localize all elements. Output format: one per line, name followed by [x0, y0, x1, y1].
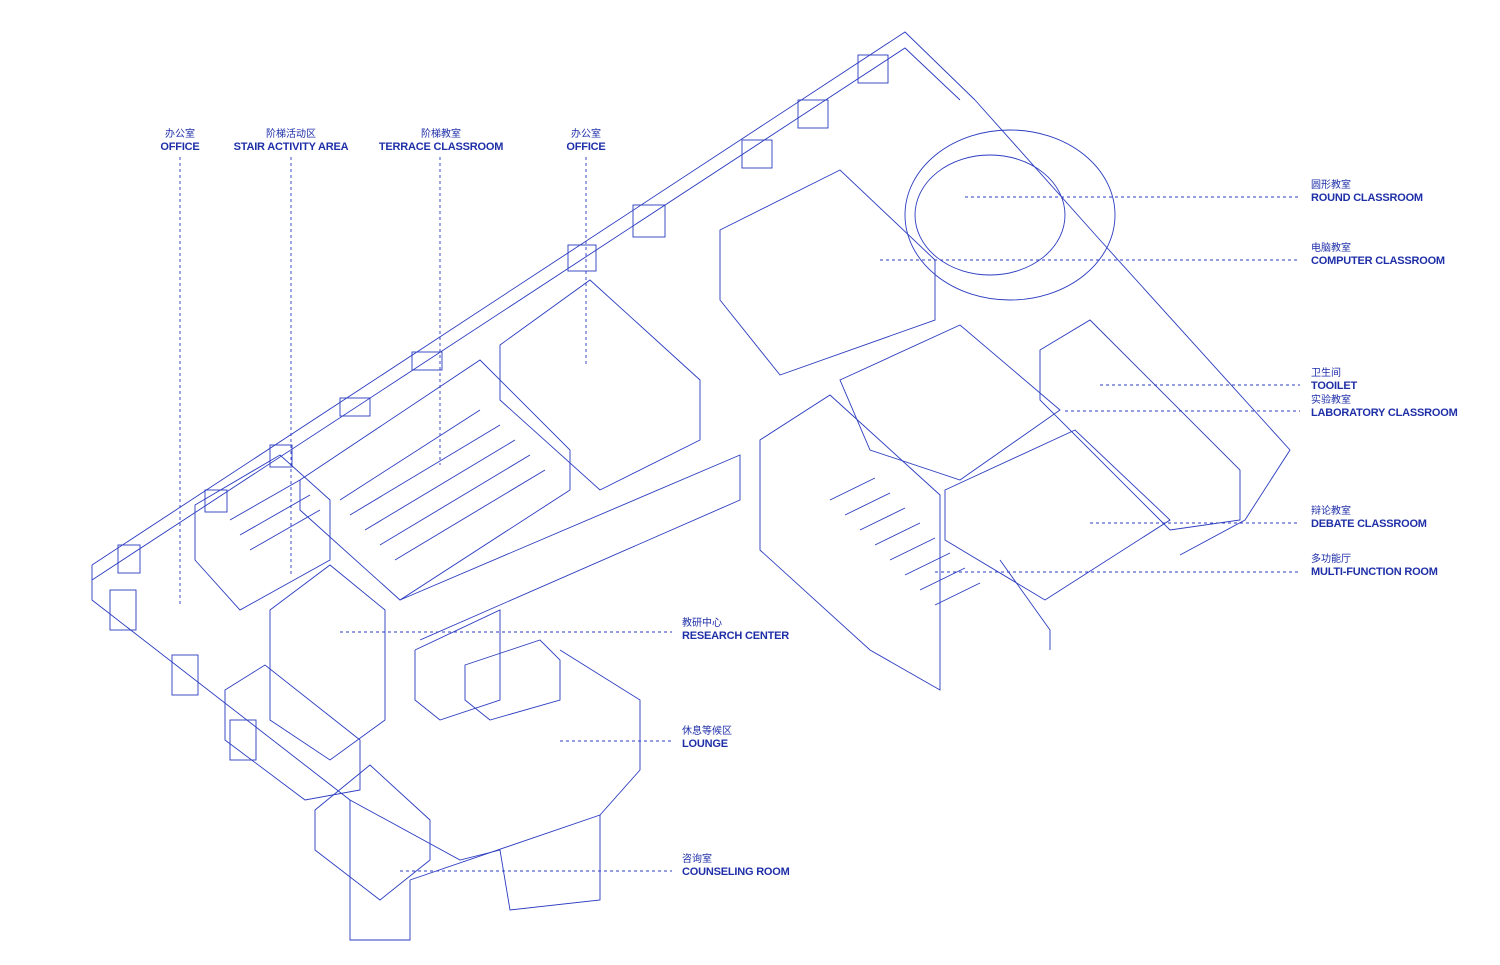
label-zh: 实验教室 — [1311, 395, 1351, 406]
label-zh: 阶梯教室 — [420, 129, 461, 140]
label-zh: 办公室 — [570, 129, 601, 140]
label-zh: 阶梯活动区 — [265, 129, 316, 140]
label-en: TOOILET — [1311, 380, 1358, 392]
label-en: ROUND CLASSROOM — [1311, 192, 1423, 204]
label-en: STAIR ACTIVITY AREA — [233, 141, 349, 153]
label-zh: 圆形教室 — [1311, 180, 1351, 191]
label-zh: 电脑教室 — [1311, 243, 1351, 254]
label-zh: 咨询室 — [682, 854, 712, 865]
label-en: OFFICE — [566, 141, 606, 153]
label-zh: 辩论教室 — [1311, 506, 1351, 517]
label-zh: 教研中心 — [682, 618, 722, 629]
label-zh: 休息等候区 — [682, 726, 732, 737]
label-zh: 卫生间 — [1311, 368, 1341, 379]
label-en: LABORATORY CLASSROOM — [1311, 407, 1458, 419]
building-outline — [91, 31, 1291, 941]
label-en: TERRACE CLASSROOM — [378, 141, 504, 153]
label-en: DEBATE CLASSROOM — [1311, 518, 1427, 530]
windows — [109, 54, 889, 761]
label-en: LOUNGE — [682, 738, 728, 750]
label-en: MULTI-FUNCTION ROOM — [1311, 566, 1438, 578]
label-en: COUNSELING ROOM — [682, 866, 790, 878]
terrace-rows — [229, 409, 546, 561]
leader-lines — [179, 157, 1300, 872]
multi-function-seating — [829, 477, 981, 606]
label-zh: 多功能厅 — [1311, 554, 1351, 565]
label-zh: 办公室 — [164, 129, 195, 140]
label-en: COMPUTER CLASSROOM — [1311, 255, 1445, 267]
label-en: RESEARCH CENTER — [682, 630, 790, 642]
label-en: OFFICE — [160, 141, 200, 153]
